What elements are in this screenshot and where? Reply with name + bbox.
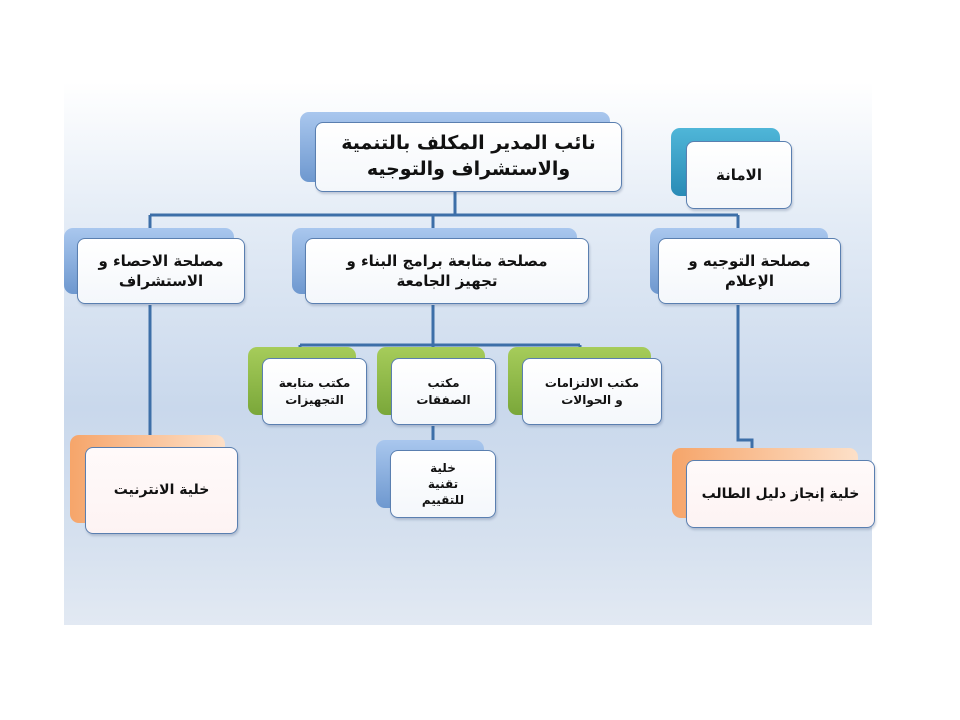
connector-root: [148, 192, 740, 230]
office-procurement-node[interactable]: مكتب الصفقات: [391, 358, 496, 425]
root-node[interactable]: نائب المدير المكلف بالتنمية والاستشراف و…: [315, 122, 622, 192]
connector-offices: [298, 305, 582, 350]
secretariat-node[interactable]: الامانة: [686, 141, 792, 209]
office-commitments-node[interactable]: مكتب الالتزامات و الحوالات: [522, 358, 662, 425]
department-guidance-node[interactable]: مصلحة التوجيه و الإعلام: [658, 238, 841, 304]
department-building-node[interactable]: مصلحة متابعة برامج البناء و تجهيز الجامع…: [305, 238, 589, 304]
connector-student-guide: [736, 305, 754, 450]
cell-internet-node[interactable]: خلية الانترنيت: [85, 447, 238, 534]
cell-student-guide-node[interactable]: خلية إنجاز دليل الطالب: [686, 460, 875, 528]
department-statistics-node[interactable]: مصلحة الاحصاء و الاستشراف: [77, 238, 245, 304]
office-equipment-node[interactable]: مكتب متابعة التجهيزات: [262, 358, 367, 425]
cell-evaluation-node[interactable]: خلية تقنية للتقييم: [390, 450, 496, 518]
